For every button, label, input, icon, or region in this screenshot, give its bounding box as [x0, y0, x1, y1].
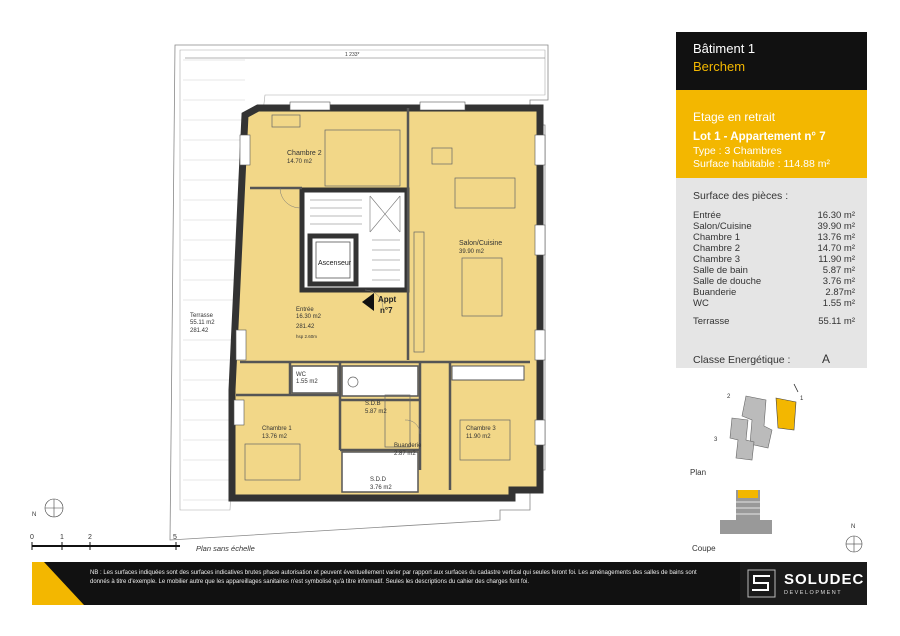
- rooms-heading: Surface des pièces :: [693, 190, 789, 202]
- scale-tick-1: 1: [60, 534, 64, 541]
- label-entree: Entrée: [296, 307, 314, 313]
- scale-tick-0: 0: [30, 534, 34, 541]
- terrace-outline: [169, 44, 549, 541]
- label-ascenseur: Ascenseur: [318, 260, 352, 267]
- area-chambre3: 11.90 m2: [466, 434, 491, 440]
- scale-caption: Plan sans échelle: [196, 544, 255, 553]
- plan-caption: Plan: [690, 468, 707, 477]
- footer-note: NB : Les surfaces indiquées sont des sur…: [90, 570, 697, 585]
- north-label-mini: N: [851, 524, 856, 530]
- area-terrasse: 55.11 m2: [190, 320, 215, 326]
- footer-bar: NB : Les surfaces indiquées sont des sur…: [32, 562, 867, 605]
- soludec-logo: [740, 562, 867, 605]
- area-salon: 39.90 m2: [459, 249, 485, 255]
- mini-num-3: 3: [714, 437, 718, 443]
- hsp-entree: hsp 2.60m: [296, 334, 318, 339]
- floor-label: Etage en retrait: [693, 110, 776, 124]
- area-entree: 16.30 m2: [296, 314, 322, 320]
- footer-accent-triangle: [32, 562, 84, 605]
- scale-bar: [31, 542, 180, 550]
- energy-label: Classe Energétique :: [693, 354, 791, 366]
- north-compass-plan: [44, 498, 64, 518]
- dim-top: 1 233*: [345, 52, 360, 58]
- label-salon: Salon/Cuisine: [459, 240, 503, 247]
- label-terrasse: Terrasse: [190, 313, 214, 319]
- surface-label: Surface habitable : 114.88 m²: [693, 158, 830, 170]
- north-label-plan: N: [32, 512, 37, 518]
- label-appt: Appt: [378, 295, 397, 304]
- area-sdd: 3.76 m2: [370, 485, 392, 491]
- mini-num-1: 1: [800, 396, 804, 402]
- north-compass-mini: [845, 535, 863, 553]
- level-terrasse: 281.42: [190, 328, 209, 334]
- mini-plan-highlight: [775, 397, 797, 431]
- brand-name: SOLUDEC: [784, 571, 865, 588]
- label-chambre3: Chambre 3: [466, 426, 496, 432]
- area-chambre2: 14.70 m2: [287, 159, 313, 165]
- brand-subtitle: DEVELOPMENT: [784, 590, 843, 596]
- level-entree: 281.42: [296, 324, 315, 330]
- area-wc: 1.55 m2: [296, 379, 318, 385]
- city-title: Berchem: [693, 59, 746, 74]
- area-chambre1: 13.76 m2: [262, 434, 288, 440]
- label-wc: WC: [296, 372, 306, 378]
- scale-tick-5: 5: [173, 534, 177, 541]
- mini-site-plan: [720, 383, 863, 553]
- label-sdb: S.D.B: [365, 401, 381, 407]
- label-chambre1: Chambre 1: [262, 426, 292, 432]
- lot-label: Lot 1 - Appartement n° 7: [693, 131, 826, 143]
- entrance-arrow: [362, 293, 374, 311]
- scale-tick-2: 2: [88, 534, 92, 541]
- coupe-caption: Coupe: [692, 544, 716, 553]
- building-title: Bâtiment 1: [693, 41, 756, 56]
- label-buanderie: Buanderie: [394, 443, 422, 449]
- floor-plan: [31, 44, 549, 550]
- area-sdb: 5.87 m2: [365, 409, 387, 415]
- label-chambre2: Chambre 2: [287, 150, 322, 157]
- header-box: Bâtiment 1 Berchem: [676, 32, 867, 90]
- summary-box: Etage en retrait Lot 1 - Appartement n° …: [676, 90, 867, 178]
- type-label: Type : 3 Chambres: [693, 145, 782, 157]
- label-sdd: S.D.D: [370, 477, 387, 483]
- label-appt-number: n°7: [380, 306, 393, 315]
- coupe-section: [720, 490, 772, 534]
- mini-num-2: 2: [727, 394, 731, 400]
- energy-value: A: [822, 352, 831, 366]
- area-buanderie: 2.87 m2: [394, 451, 416, 457]
